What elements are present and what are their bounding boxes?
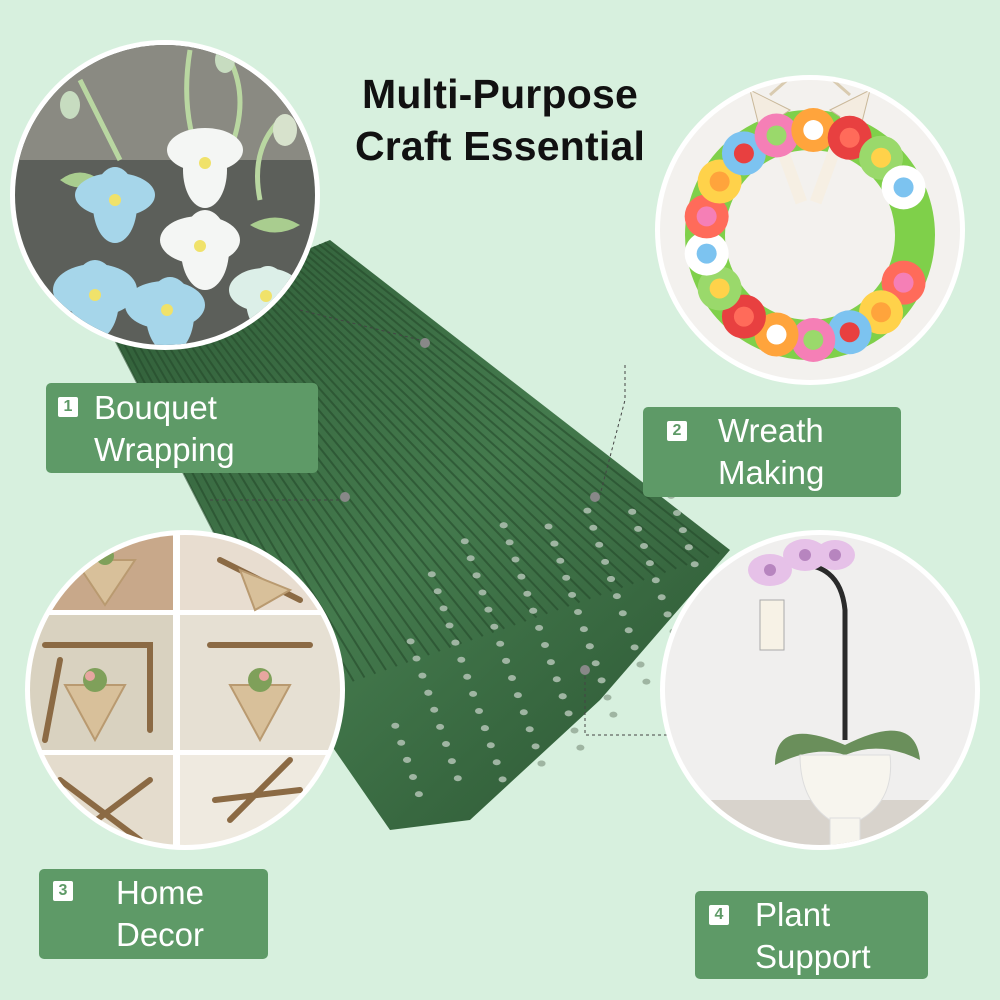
pompom-flower-wreath-icon — [655, 75, 965, 385]
title-line-2: Craft Essential — [354, 123, 646, 169]
feature-number-badge: 2 — [667, 421, 687, 441]
feature-label-line-2: Decor — [116, 916, 205, 953]
feature-label-line-1: Wreath — [718, 412, 824, 449]
feature-label-line-2: Support — [755, 938, 871, 975]
title-line-1: Multi-Purpose — [362, 71, 638, 117]
feature-label-bouquet-wrapping: 1 Bouquet Wrapping — [46, 383, 318, 473]
feature-label-line-1: Plant — [755, 896, 831, 933]
feature-number-badge: 4 — [709, 905, 729, 925]
feature-label-home-decor: 3 Home Decor — [39, 869, 268, 959]
connector-lines — [210, 309, 670, 736]
feature-number-badge: 3 — [53, 881, 73, 901]
feature-label-line-2: Making — [718, 454, 825, 491]
feature-label-line-1: Bouquet — [94, 389, 217, 426]
feature-label-plant-support: 4 Plant Support — [695, 891, 928, 979]
crochet-lily-bouquet-icon — [10, 40, 320, 350]
macrame-wall-hanger-icon — [25, 530, 345, 850]
feature-label-line-2: Wrapping — [94, 431, 235, 468]
feature-label-line-1: Home — [116, 874, 205, 911]
feature-label-wreath-making: 2 Wreath Making — [643, 407, 901, 497]
orchid-pot-icon — [660, 530, 980, 850]
feature-number-badge: 1 — [58, 397, 78, 417]
page-title: Multi-Purpose Craft Essential — [300, 68, 700, 172]
